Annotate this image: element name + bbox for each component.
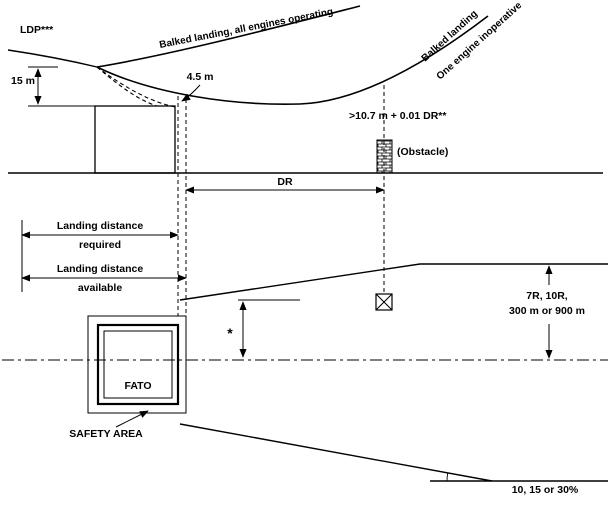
ldr-label-line2: required	[79, 239, 121, 251]
obstacle-plan-cross	[375, 293, 393, 311]
half-width-label-line2: 300 m or 900 m	[509, 305, 585, 317]
height-4-5m-label: 4.5 m	[187, 71, 214, 83]
fato-outline-outer	[96, 323, 180, 406]
safety-area-outline	[87, 315, 187, 414]
balked-landing-all-engines-path	[96, 5, 361, 68]
landing-flare-path-2	[96, 66, 177, 108]
building-outline	[94, 105, 176, 174]
ldr-label-line1: Landing distance	[57, 220, 144, 232]
obstacle-label: (Obstacle)	[397, 146, 448, 158]
slope-angle-arc	[446, 472, 449, 482]
height-15m-label: 15 m	[11, 75, 35, 87]
obstacle-plan-box	[375, 293, 393, 311]
profile-view: 15 m LDP*** 4.5 m Balked landing, all en…	[7, 0, 603, 174]
slope-label: 10, 15 or 30%	[512, 484, 579, 496]
lda-label-line2: available	[78, 282, 123, 294]
balked-landing-oei-path	[96, 15, 489, 106]
fato-outline-inner	[103, 330, 173, 399]
plan-view: FATO SAFETY AREA 10, 15 or 30% * 7R, 10R…	[2, 263, 608, 496]
height-4-5m-leader-arrow	[181, 84, 201, 102]
obstacle-clearance-label: >10.7 m + 0.01 DR**	[349, 110, 447, 122]
safety-area-leader-arrow	[115, 410, 149, 428]
ldp-label: LDP***	[20, 24, 54, 36]
lower-splay-boundary	[179, 423, 493, 482]
safety-area-label: SAFETY AREA	[69, 428, 143, 440]
dimension-lines: DR Landing distance required Landing dis…	[21, 85, 385, 316]
lda-label-line1: Landing distance	[57, 263, 144, 275]
approach-path	[7, 49, 98, 68]
star-label: *	[227, 325, 233, 341]
dr-label: DR	[277, 176, 293, 188]
balked-all-engines-label: Balked landing, all engines operating	[158, 6, 334, 51]
upper-splay-boundary	[179, 263, 608, 301]
fato-label: FATO	[124, 380, 151, 392]
half-width-label-line1: 7R, 10R,	[526, 290, 568, 302]
obstacle-plan-symbol	[375, 293, 393, 311]
